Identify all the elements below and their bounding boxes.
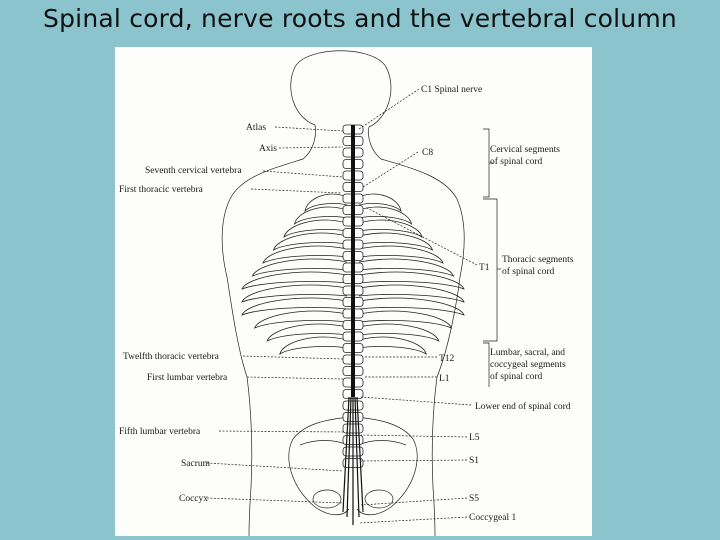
rib-l-6 <box>251 258 348 277</box>
label-coccygeal: Coccygeal 1 <box>469 513 516 523</box>
label-seventh-cervical: Seventh cervical vertebra <box>145 166 242 176</box>
label-first-thoracic: First thoracic vertebra <box>119 185 204 195</box>
rib-r-8 <box>358 284 465 303</box>
label-lower-end: Lower end of spinal cord <box>475 401 571 412</box>
rib-r-12 <box>358 336 427 355</box>
label-cervical-segments-2: of spinal cord <box>490 156 542 167</box>
rib-cage <box>241 193 465 355</box>
label-c8: C8 <box>422 148 433 158</box>
rib-l-7 <box>241 271 348 290</box>
label-lumbar-segments-3: of spinal cord <box>490 371 542 382</box>
rib-r-3 <box>358 219 423 238</box>
label-l1: L1 <box>439 374 450 384</box>
rib-r-9 <box>358 297 465 316</box>
spinal-cord <box>342 125 364 525</box>
slide-title: Spinal cord, nerve roots and the vertebr… <box>43 4 677 33</box>
label-twelfth-thoracic: Twelfth thoracic vertebra <box>123 351 220 362</box>
rib-r-4 <box>358 232 434 251</box>
label-thoracic-segments-2: of spinal cord <box>502 266 554 277</box>
label-cervical-segments: Cervical segments <box>490 145 560 155</box>
rib-l-9 <box>241 297 348 316</box>
label-s5: S5 <box>469 494 479 504</box>
label-s1: S1 <box>469 456 479 466</box>
label-l5: L5 <box>469 433 480 443</box>
body-outline <box>221 50 465 536</box>
label-atlas: Atlas <box>246 123 266 133</box>
rib-r-1 <box>358 193 402 213</box>
rib-r-6 <box>358 258 455 277</box>
label-first-lumbar: First lumbar vertebra <box>147 373 228 383</box>
left-leader-lines <box>206 126 346 504</box>
rib-r-5 <box>358 245 444 264</box>
label-c1: C1 Spinal nerve <box>421 85 482 95</box>
rib-l-8 <box>241 284 348 303</box>
rib-l-10 <box>253 310 348 329</box>
segment-brackets <box>483 128 501 387</box>
label-lumbar-segments-2: coccygeal segments <box>490 360 566 370</box>
label-sacrum: Sacrum <box>181 459 211 469</box>
label-thoracic-segments: Thoracic segments <box>502 255 574 265</box>
label-t1: T1 <box>479 263 490 273</box>
label-lumbar-segments: Lumbar, sacral, and <box>490 348 565 358</box>
rib-r-7 <box>358 271 465 290</box>
label-axis: Axis <box>259 144 277 154</box>
rib-l-12 <box>279 336 348 355</box>
rib-l-4 <box>272 232 348 251</box>
rib-l-3 <box>283 219 348 238</box>
right-leader-lines <box>358 88 478 524</box>
rib-r-10 <box>358 310 453 329</box>
rib-l-2 <box>293 206 348 226</box>
rib-r-11 <box>358 323 440 342</box>
spine-diagram: Atlas Axis Seventh cervical vertebra Fir… <box>115 47 592 536</box>
rib-r-2 <box>358 206 413 226</box>
spine-illustration: Atlas Axis Seventh cervical vertebra Fir… <box>119 50 574 536</box>
rib-l-1 <box>304 193 348 213</box>
rib-l-5 <box>262 245 348 264</box>
label-t12: T12 <box>439 354 455 364</box>
rib-l-11 <box>266 323 348 342</box>
label-fifth-lumbar: Fifth lumbar vertebra <box>119 426 201 437</box>
label-coccyx: Coccyx <box>179 494 208 504</box>
